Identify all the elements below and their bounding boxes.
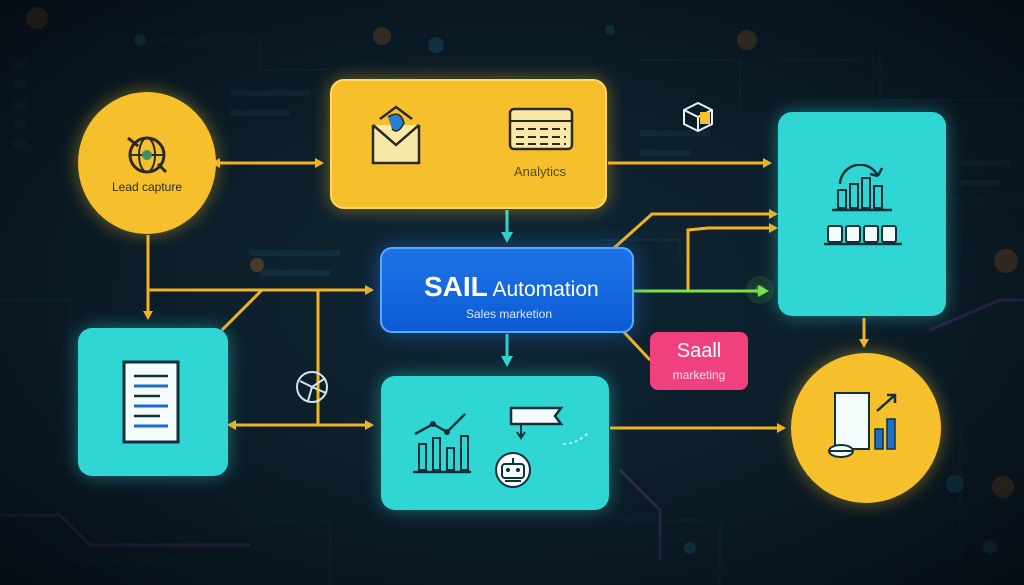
document-icon (122, 360, 180, 444)
sail-title: SAIL (424, 271, 488, 302)
automation-title: Automation (487, 278, 599, 301)
sail-automation-title: SAIL Automation (424, 271, 599, 303)
report-node[interactable] (791, 353, 941, 503)
chart-flag-node[interactable] (381, 376, 609, 510)
saall-marketing-title: Saall (676, 340, 722, 362)
analytics-label: Analytics (514, 164, 567, 179)
analytics-node[interactable]: Analytics (330, 79, 607, 209)
connector-sail-dashboard-lower (686, 223, 778, 290)
saall-marketing-subtitle: marketing (672, 368, 726, 382)
globe-network-icon (296, 371, 328, 403)
globe-target-icon (127, 136, 168, 174)
line-bar-chart-icon (413, 413, 471, 474)
table-icon (508, 107, 574, 151)
report-chart-icon (828, 392, 897, 458)
robot-icon (495, 452, 531, 488)
dashboard-node[interactable] (778, 112, 946, 316)
flag-icon (509, 406, 590, 445)
connector-pink-diagonal (620, 328, 652, 362)
envelope-icon (371, 105, 421, 165)
cube-icon (683, 101, 713, 133)
lead-capture-label: Lead capture (111, 180, 183, 194)
sail-automation-node[interactable]: SAIL Automation Sales marketion (380, 247, 634, 333)
document-node[interactable] (78, 328, 228, 476)
connector-sail-dashboard-upper (612, 209, 778, 250)
connector-doc-diagonal (220, 288, 264, 332)
growth-chart-icon (824, 164, 902, 246)
sail-automation-subtitle: Sales marketion (465, 307, 553, 321)
saall-marketing-node[interactable]: Saall marketing (650, 332, 748, 390)
lead-capture-node[interactable]: Lead capture (78, 92, 216, 234)
